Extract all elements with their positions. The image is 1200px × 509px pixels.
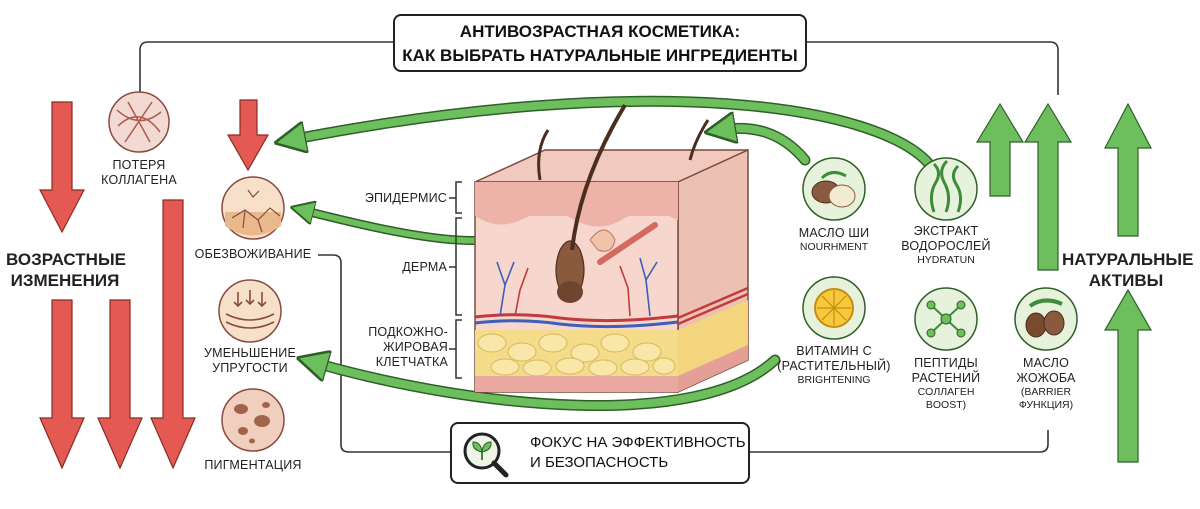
- epidermis-label: ЭПИДЕРМИС: [364, 191, 447, 205]
- jojoba-label: МАСЛО ЖОЖОБА (BARRIER ФУНКЦИЯ): [1000, 356, 1092, 412]
- collagen-label-line-1: ПОТЕРЯ: [112, 158, 166, 172]
- jojoba-name-2: ЖОЖОБА: [1016, 371, 1076, 385]
- pigmentation-icon: [221, 388, 285, 452]
- peptides-sub-2: BOOST): [925, 399, 967, 411]
- peptides-name-1: ПЕПТИДЫ: [914, 356, 978, 370]
- actives-heading: НАТУРАЛЬНЫЕ АКТИВЫ: [1062, 249, 1194, 291]
- green-arrow-4: [1103, 288, 1153, 463]
- elasticity-label-line-2: УПРУГОСТИ: [212, 361, 288, 375]
- green-arrow-1: [975, 102, 1025, 197]
- title-box: АНТИВОЗРАСТНАЯ КОСМЕТИКА: КАК ВЫБРАТЬ НА…: [393, 14, 807, 72]
- vitc-sub: BRIGHTENING: [797, 374, 871, 386]
- collagen-fibers-icon: [108, 91, 170, 153]
- jojoba-icon: [1014, 287, 1078, 351]
- seaweed-icon: [914, 157, 978, 221]
- layer-bracket: [449, 181, 462, 379]
- vitc-name-2: (РАСТИТЕЛЬНЫЙ): [777, 359, 891, 373]
- dermis-label: ДЕРМА: [402, 260, 447, 274]
- focus-text-line-1: ФОКУС НА ЭФФЕКТИВНОСТЬ: [530, 434, 746, 451]
- algae-name-1: ЭКСТРАКТ: [913, 224, 979, 238]
- cracked-skin-icon: [221, 176, 285, 240]
- title-line-2: КАК ВЫБРАТЬ НАТУРАЛЬНЫЕ ИНГРЕДИЕНТЫ: [402, 46, 798, 65]
- actives-heading-line-2: АКТИВЫ: [1088, 271, 1164, 290]
- jojoba-sub-2: ФУНКЦИЯ): [1018, 399, 1074, 411]
- dehydration-label: ОБЕЗВОЖИВАНИЕ: [194, 247, 312, 261]
- focus-box: ФОКУС НА ЭФФЕКТИВНОСТЬ И БЕЗОПАСНОСТЬ: [450, 422, 750, 484]
- peptides-name-2: РАСТЕНИЙ: [911, 371, 981, 385]
- peptides-label: ПЕПТИДЫ РАСТЕНИЙ COЛЛAГEH BOOST): [896, 356, 996, 412]
- elasticity-icon: [218, 279, 282, 343]
- shea-name: МАСЛО ШИ: [798, 226, 870, 240]
- vitc-name-1: ВИТАМИН С: [796, 344, 872, 358]
- title-line-1: АНТИВОЗРАСТНАЯ КОСМЕТИКА:: [459, 22, 741, 41]
- aging-heading-line-1: ВОЗРАСТНЫЕ: [6, 250, 126, 269]
- shea-sub: NOURHMENT: [799, 241, 869, 253]
- green-arrow-2: [1023, 102, 1073, 271]
- shea-nut-icon: [802, 157, 866, 221]
- shea-label: МАСЛО ШИ NOURHMENT: [779, 226, 889, 254]
- connector-lines: [139, 41, 1059, 453]
- aging-heading-line-2: ИЗМЕНЕНИЯ: [10, 271, 120, 290]
- vitc-label: ВИТАМИН С (РАСТИТЕЛЬНЫЙ) BRIGHTENING: [770, 344, 898, 387]
- red-arrow-2: [39, 299, 85, 470]
- red-arrow-5: [226, 99, 270, 172]
- algae-name-2: ВОДОРОСЛЕЙ: [901, 239, 991, 253]
- jojoba-name-1: МАСЛО: [1022, 356, 1069, 370]
- focus-text: ФОКУС НА ЭФФЕКТИВНОСТЬ И БЕЗОПАСНОСТЬ: [530, 433, 746, 473]
- skin-cross-section: [474, 103, 749, 394]
- elasticity-label: УМЕНЬШЕНИЕ УПРУГОСТИ: [190, 346, 310, 376]
- citrus-icon: [802, 276, 866, 340]
- peptides-sub-1: COЛЛAГEH: [917, 386, 975, 398]
- red-arrow-1: [39, 101, 85, 234]
- jojoba-sub-1: (BARRIER: [1020, 386, 1072, 398]
- hypodermis-label-line-3: КЛЕТЧАТКА: [375, 355, 448, 369]
- elasticity-label-line-1: УМЕНЬШЕНИЕ: [203, 346, 297, 360]
- red-arrow-4: [150, 199, 196, 470]
- focus-text-line-2: И БЕЗОПАСНОСТЬ: [530, 454, 669, 471]
- pigmentation-label: ПИГМЕНТАЦИЯ: [204, 458, 302, 472]
- red-arrow-3: [97, 299, 143, 470]
- algae-label: ЭКСТРАКТ ВОДОРОСЛЕЙ HYDRATUN: [891, 224, 1001, 267]
- active-arrows: [975, 102, 1153, 463]
- collagen-label-line-2: КОЛЛАГЕНА: [101, 173, 177, 187]
- hypodermis-label-line-2: ЖИРОВАЯ: [383, 340, 448, 354]
- aging-heading: ВОЗРАСТНЫЕ ИЗМЕНЕНИЯ: [6, 249, 126, 291]
- collagen-label: ПОТЕРЯ КОЛЛАГЕНА: [84, 158, 194, 188]
- magnifier-leaf-icon: [463, 432, 509, 478]
- algae-sub: HYDRATUN: [917, 254, 975, 266]
- hypodermis-label: ПОДКОЖНО- ЖИРОВАЯ КЛЕТЧАТКА: [356, 325, 448, 370]
- molecule-icon: [914, 287, 978, 351]
- hypodermis-label-line-1: ПОДКОЖНО-: [368, 325, 448, 339]
- green-arrow-3: [1104, 102, 1152, 237]
- curved-arrows: [290, 95, 936, 411]
- aging-arrows: [39, 99, 270, 470]
- actives-heading-line-1: НАТУРАЛЬНЫЕ: [1062, 250, 1194, 269]
